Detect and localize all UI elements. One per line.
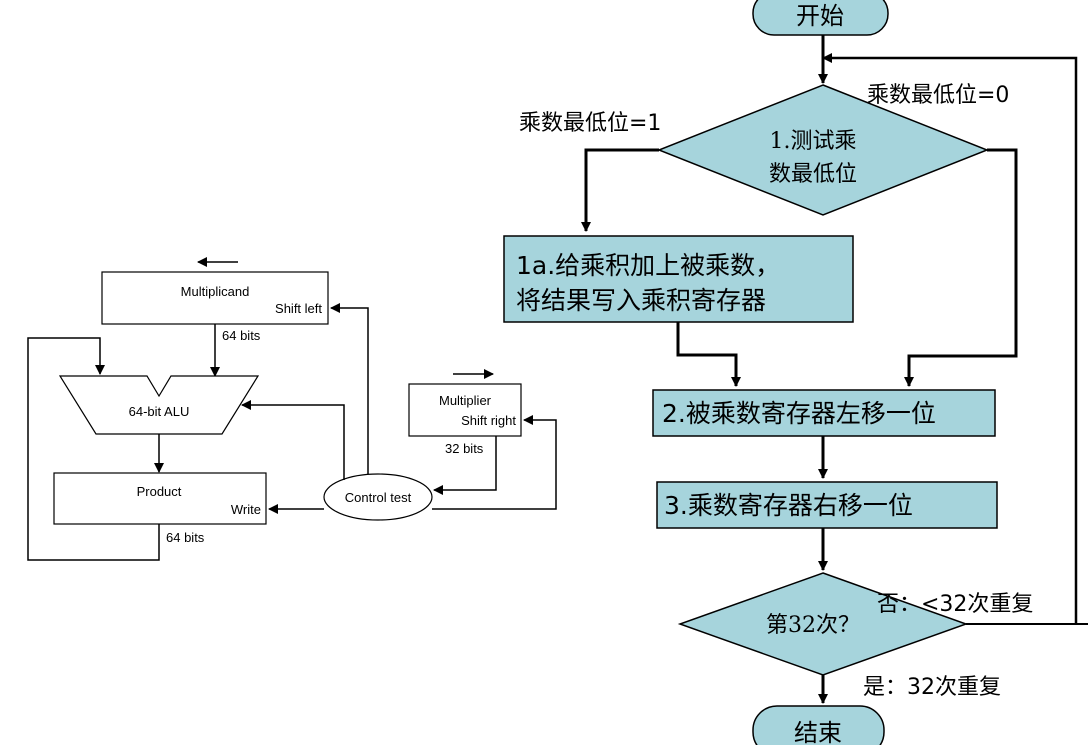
test-label-line2: 数最低位 [769, 162, 857, 187]
hardware-diagram: Multiplicand Shift left 64 bits 64-bit A… [27, 257, 557, 561]
product-feedback-arrow [27, 337, 160, 561]
bits-64-top-label: 64 bits [222, 328, 261, 343]
end-label: 结束 [794, 719, 842, 745]
control-to-alu-arrow [241, 400, 345, 480]
control-to-multiplier-arrow [432, 415, 557, 510]
multiplier-shift-label: Shift right [461, 413, 516, 428]
step-1a-box [503, 235, 854, 323]
decision-label: 第32次？ [766, 613, 860, 638]
no-repeat-label: 否：<32次重复 [877, 592, 1033, 617]
multiplier-register [408, 383, 522, 437]
step-1a-line2: 将结果写入乘积寄存器 [516, 286, 766, 315]
multiplicand-label: Multiplicand [181, 284, 250, 299]
step-1a-to-step-2-arrow [676, 322, 741, 387]
branch-one-arrow [581, 148, 659, 232]
alu-label: 64-bit ALU [129, 404, 190, 419]
yes-done-label: 是：32次重复 [863, 675, 1001, 700]
alu-shape [58, 375, 260, 435]
branch-one-label: 乘数最低位=1 [519, 111, 661, 136]
control-to-multiplicand-arrow [330, 303, 369, 474]
test-label-line1: 1.测试乘 [770, 129, 857, 154]
step-2-label: 2.被乘数寄存器左移一位 [662, 399, 936, 428]
step-3-box [656, 481, 998, 529]
multiplier-to-control-arrow [433, 436, 497, 495]
branch-zero-arrow [904, 148, 1018, 387]
bits-32-label: 32 bits [445, 441, 484, 456]
multiplier-label: Multiplier [439, 393, 492, 408]
start-label: 开始 [796, 2, 844, 30]
step-2-box [652, 389, 996, 437]
start-terminator [752, 0, 889, 36]
repeat-loop-arrow [822, 53, 1078, 624]
step-3-label: 3.乘数寄存器右移一位 [664, 491, 913, 520]
product-label: Product [137, 484, 182, 499]
bits-64-bottom-label: 64 bits [166, 530, 205, 545]
flowchart: 开始 1.测试乘 数最低位 乘数最低位=1 乘数最低位=0 1a.给乘积加上被乘… [503, 0, 1088, 745]
step-1a-line1: 1a.给乘积加上被乘数， [516, 251, 780, 280]
control-test-node [323, 473, 433, 521]
branch-zero-label: 乘数最低位=0 [867, 83, 1009, 108]
multiplicand-shift-label: Shift left [275, 301, 322, 316]
end-terminator [752, 705, 885, 745]
test-lsb-diamond [656, 84, 990, 216]
product-register [53, 472, 267, 525]
control-test-label: Control test [345, 490, 412, 505]
product-write-label: Write [231, 502, 261, 517]
